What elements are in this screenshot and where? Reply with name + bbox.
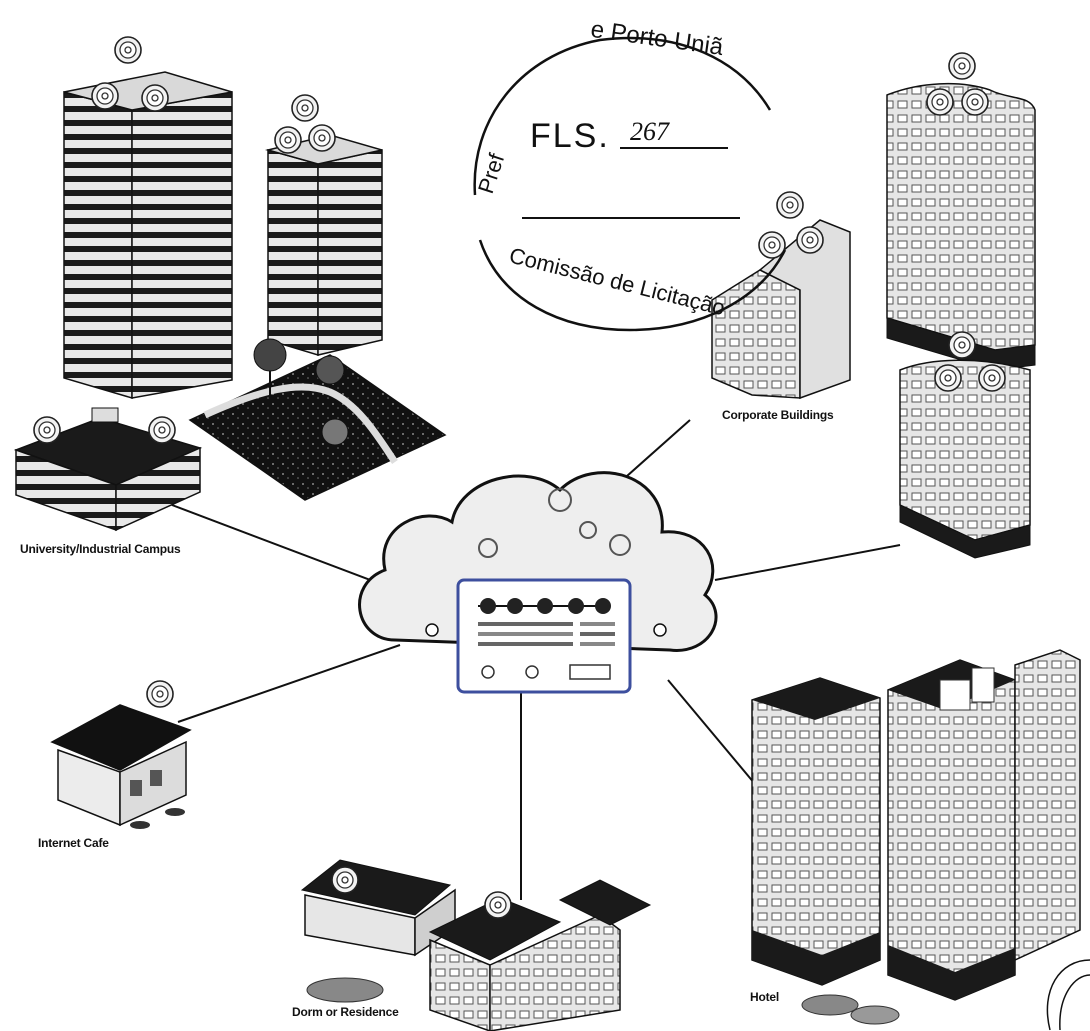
access-point-icon <box>114 36 142 64</box>
access-point-icon <box>776 191 804 219</box>
corporate-tower-tall <box>886 52 1036 371</box>
line-cafe <box>177 644 401 723</box>
access-point-icon <box>961 88 989 116</box>
campus-tower-tall <box>63 36 233 400</box>
access-point-icon <box>796 226 824 254</box>
access-point-icon <box>331 866 359 894</box>
access-point-icon <box>91 82 119 110</box>
access-point-icon <box>141 84 169 112</box>
access-point-icon <box>146 680 174 708</box>
access-point-icon <box>274 126 302 154</box>
access-point-icon <box>291 94 319 122</box>
line-east <box>714 544 901 581</box>
label-university-campus: University/Industrial Campus <box>20 542 181 556</box>
label-dorm-residence: Dorm or Residence <box>292 1005 399 1019</box>
line-hotel <box>667 679 761 791</box>
access-point-icon <box>978 364 1006 392</box>
access-point-icon <box>33 416 61 444</box>
campus-tower-short <box>265 94 383 357</box>
access-point-icon <box>308 124 336 152</box>
access-point-icon <box>148 416 176 444</box>
access-point-icon <box>758 231 786 259</box>
access-point-icon <box>948 52 976 80</box>
label-corporate-buildings: Corporate Buildings <box>722 408 834 422</box>
corporate-building-mid <box>711 191 851 400</box>
corporate-tower-lower <box>899 331 1031 559</box>
stamp-fls-number: 267 <box>630 117 670 146</box>
dorm-building <box>300 859 652 1031</box>
label-hotel: Hotel <box>750 990 780 1004</box>
stamp-top-arc: e Porto Uniã <box>589 16 726 61</box>
hotel-building <box>751 649 1081 1025</box>
access-point-icon <box>484 891 512 919</box>
access-point-icon <box>926 88 954 116</box>
official-stamp <box>473 36 1090 1031</box>
campus-low-building <box>13 407 203 532</box>
stamp-fls: FLS. <box>530 117 610 155</box>
access-point-icon <box>934 364 962 392</box>
label-internet-cafe: Internet Cafe <box>38 836 109 850</box>
dashboard-screen-icon <box>456 578 632 694</box>
internet-cafe-building <box>50 680 192 829</box>
campus-park <box>188 338 447 501</box>
access-point-icon <box>948 331 976 359</box>
